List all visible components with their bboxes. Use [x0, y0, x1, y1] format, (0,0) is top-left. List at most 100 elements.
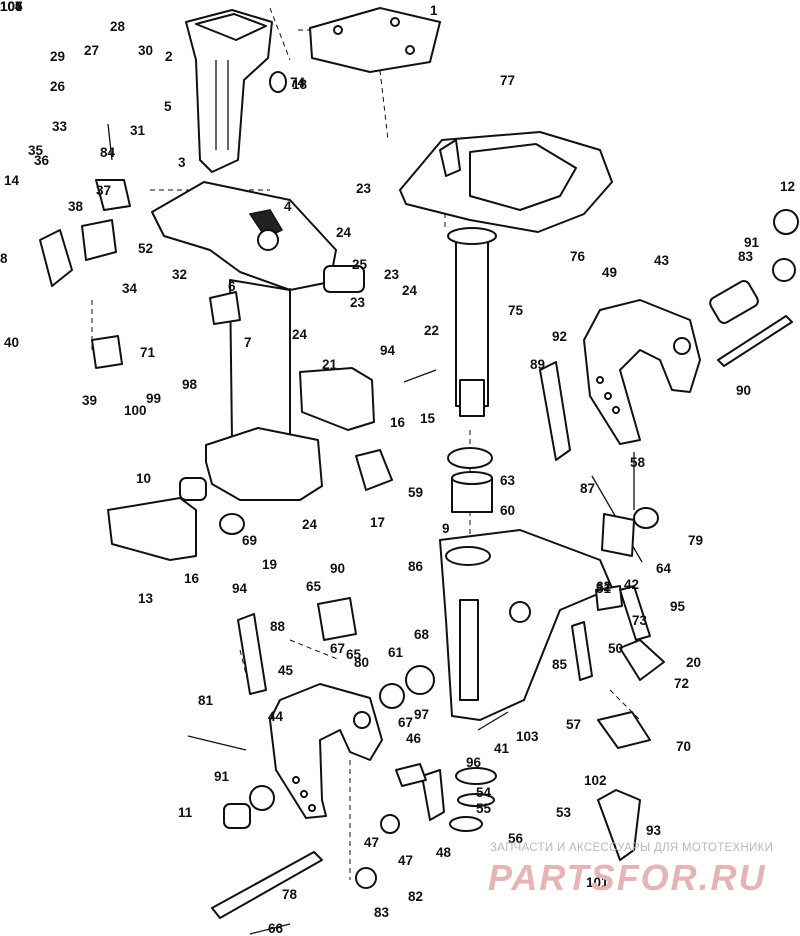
- callout-number: 46: [406, 731, 422, 746]
- callout-number: 105: [0, 0, 23, 14]
- callout-number: 49: [602, 265, 618, 280]
- spring-part: [571, 621, 593, 681]
- spring-part: [323, 265, 365, 293]
- callout-number: 89: [530, 357, 546, 372]
- washer-part: [379, 683, 405, 709]
- link-rod-part: [237, 613, 267, 695]
- plate-part: [317, 597, 357, 641]
- callout-number: 67: [330, 641, 346, 656]
- callout-number: 11: [178, 805, 193, 820]
- driveshaft-housing-part: [151, 181, 337, 501]
- callout-number: 24: [336, 225, 352, 240]
- callout-number: 58: [630, 455, 646, 470]
- clip-part: [597, 711, 651, 749]
- callout-number: 97: [414, 707, 430, 722]
- bushing-part: [405, 665, 435, 695]
- callout-number: 96: [466, 755, 482, 770]
- callout-number: 15: [420, 411, 436, 426]
- callout-number: 6: [228, 279, 236, 294]
- callout-number: 33: [52, 119, 68, 134]
- callout-number: 75: [508, 303, 524, 318]
- callout-number: 22: [424, 323, 440, 338]
- swivel-bracket-part: [399, 131, 613, 233]
- callout-number: 31: [130, 123, 146, 138]
- callout-number: 61: [388, 645, 404, 660]
- callout-number: 65: [306, 579, 322, 594]
- callout-number: 86: [408, 559, 424, 574]
- callout-number: 47: [364, 835, 380, 850]
- grommet-part: [219, 513, 245, 535]
- spring-part: [619, 585, 651, 641]
- callout-number: 41: [494, 741, 510, 756]
- clamp-bracket-left-part: [269, 683, 383, 819]
- callout-number: 91: [214, 769, 230, 784]
- callout-number: 30: [138, 43, 154, 58]
- callout-number: 17: [370, 515, 386, 530]
- callout-number: 34: [122, 281, 138, 296]
- ring-part: [457, 793, 495, 807]
- link-part: [421, 769, 445, 821]
- callout-number: 23: [384, 267, 400, 282]
- callout-number: 93: [646, 823, 662, 838]
- nut-part: [773, 209, 799, 235]
- callout-number: 74: [290, 75, 306, 90]
- callout-number: 79: [688, 533, 704, 548]
- ring-part: [455, 767, 497, 785]
- clamp-bracket-right-part: [583, 299, 701, 445]
- callout-number: 39: [82, 393, 98, 408]
- callout-number: 10: [136, 471, 152, 486]
- callout-number: 99: [146, 391, 162, 406]
- bushing-part: [223, 803, 251, 829]
- lever-part: [95, 179, 131, 211]
- callout-number: 70: [676, 739, 692, 754]
- callout-number: 24: [402, 283, 418, 298]
- lever-part: [39, 229, 73, 287]
- bracket-part: [597, 789, 641, 861]
- callout-number: 18: [292, 77, 308, 92]
- callout-number: 25: [352, 257, 368, 272]
- callout-number: 76: [570, 249, 586, 264]
- nut-part: [249, 785, 275, 811]
- mount-bracket-part: [299, 367, 375, 431]
- callout-number: 63: [500, 473, 516, 488]
- callout-number: 24: [292, 327, 308, 342]
- washer-part: [355, 867, 377, 889]
- callout-number: 27: [84, 43, 100, 58]
- callout-number: 92: [552, 329, 568, 344]
- callout-number: 40: [4, 335, 20, 350]
- callout-number: 106: [0, 0, 23, 14]
- callout-number: 94: [232, 581, 248, 596]
- callout-number: 69: [242, 533, 258, 548]
- gasket-plate-part: [309, 7, 441, 73]
- clip-part: [619, 639, 665, 681]
- washer-part: [633, 507, 659, 529]
- callout-number: 45: [278, 663, 294, 678]
- cover-part: [107, 497, 197, 561]
- callout-number: 7: [244, 335, 252, 350]
- callout-number: 103: [516, 729, 539, 744]
- callout-number: 94: [380, 343, 396, 358]
- callout-number: 36: [34, 153, 50, 168]
- callout-number: 104: [0, 0, 23, 14]
- callout-number: 16: [390, 415, 406, 430]
- callout-number: 26: [50, 79, 66, 94]
- callout-number: 84: [100, 145, 116, 160]
- callout-number: 32: [172, 267, 188, 282]
- callout-number: 73: [632, 613, 648, 628]
- callout-number: 81: [198, 693, 214, 708]
- exhaust-housing-part: [185, 9, 273, 173]
- callout-number: 71: [140, 345, 156, 360]
- callout-number: 50: [608, 641, 624, 656]
- nut-part: [772, 258, 796, 282]
- callout-number: 21: [322, 357, 338, 372]
- callout-number: 16: [184, 571, 200, 586]
- callout-number: 53: [556, 805, 572, 820]
- callout-number: 90: [330, 561, 346, 576]
- callout-number: 66: [268, 921, 284, 936]
- callout-number: 24: [302, 517, 318, 532]
- callout-number: 60: [500, 503, 516, 518]
- callout-number: 83: [374, 905, 390, 920]
- watermark-logo: PARTSFOR.RU: [488, 857, 765, 898]
- callout-number: 35: [28, 143, 44, 158]
- callout-number: 67: [398, 715, 414, 730]
